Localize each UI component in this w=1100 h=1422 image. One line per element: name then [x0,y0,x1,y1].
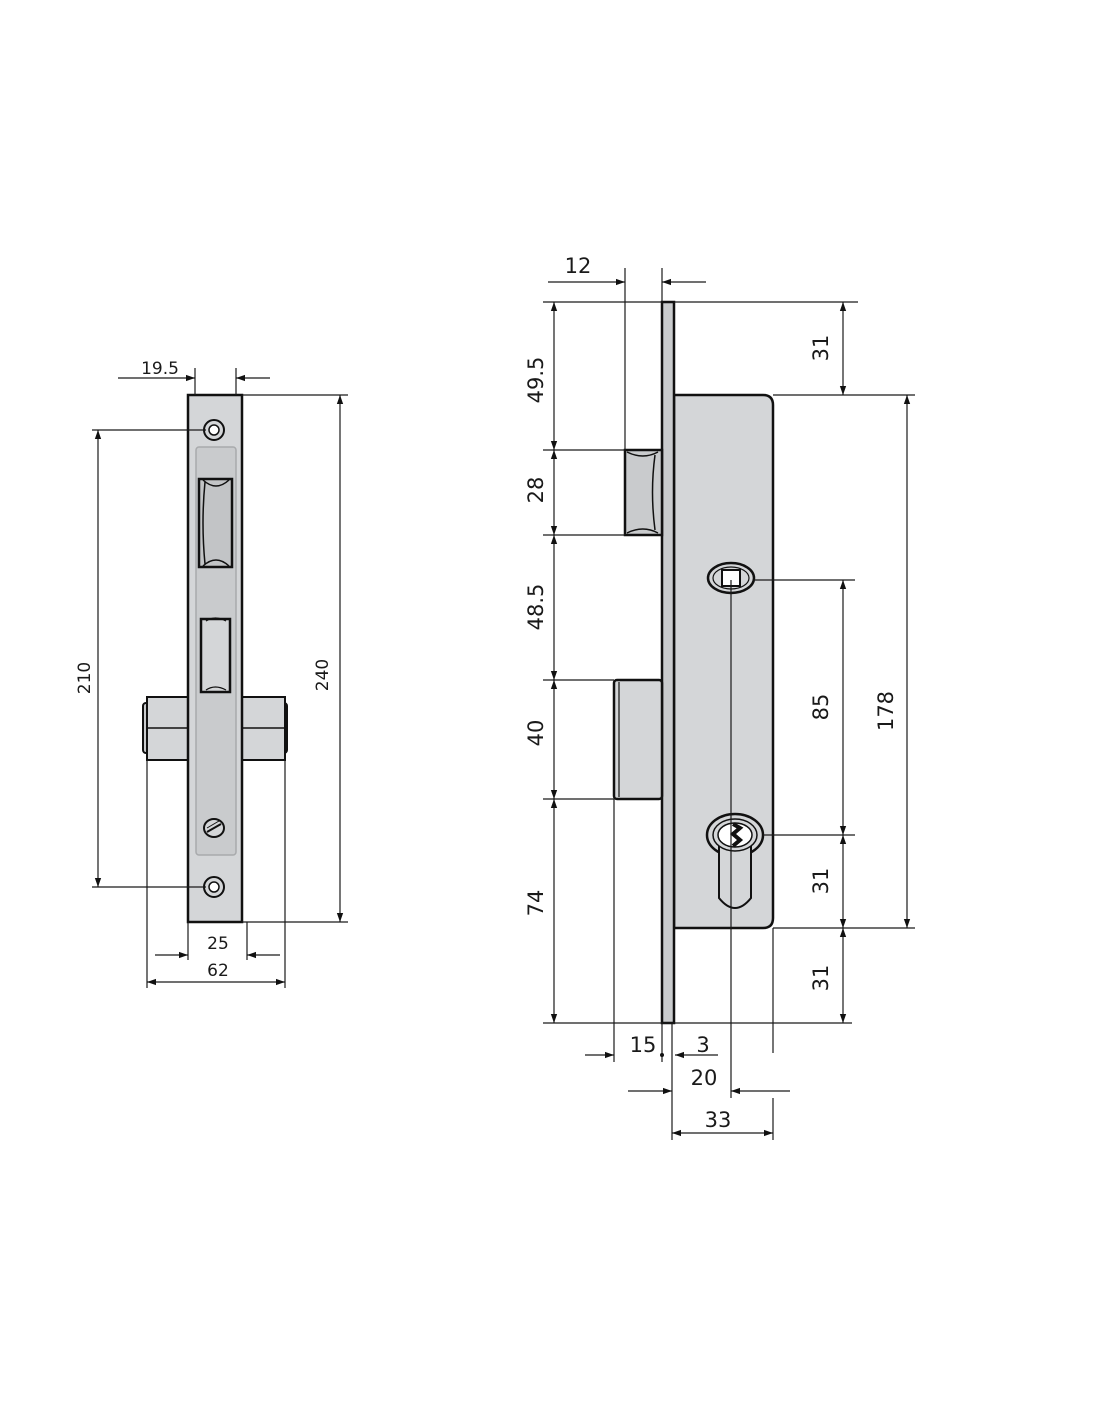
latch-bolt [623,448,664,537]
dim-plate-thickness: 3 [696,1033,709,1057]
side-faceplate [660,300,676,1025]
dim-spindle-to-cylinder: 85 [809,694,833,721]
side-view: 12 49.5 28 48.5 40 74 31 178 85 31 31 15… [524,254,915,1140]
dim-faceplate-width-bottom: 25 [207,934,229,954]
dim-screw-spacing: 210 [75,662,95,694]
dim-case-depth: 33 [705,1108,732,1132]
front-view: 19.5 210 240 25 62 [75,359,348,988]
dim-faceplate-width: 19.5 [141,359,179,379]
screw-hole-bottom-icon [203,876,225,898]
dimension-lines-front [92,368,348,988]
dim-overall-width: 62 [207,961,229,981]
dim-top-to-latch: 49.5 [524,357,548,404]
dim-latch-height: 28 [524,477,548,504]
latch-opening [197,477,234,569]
dim-bolt-height: 40 [524,720,548,747]
dim-bolt-to-bottom: 74 [524,890,548,917]
dim-faceplate-height: 240 [313,659,333,691]
dead-bolt [612,678,664,801]
dim-latch-projection: 12 [565,254,592,278]
screw-hole-top-icon [203,419,225,441]
dim-backset: 20 [691,1066,718,1090]
dim-cylinder-to-case-bottom: 31 [809,868,833,895]
bolt-opening [199,617,232,694]
dim-latch-to-bolt: 48.5 [524,584,548,631]
dim-case-bottom-to-plate-bottom: 31 [809,965,833,992]
dim-top-to-case: 31 [809,335,833,362]
slotted-screw-icon [203,818,225,838]
dimension-lines-side [543,268,915,1140]
dim-bolt-throw: 15 [630,1033,657,1057]
cylinder-hole-icon [705,812,765,909]
dim-case-height: 178 [874,691,898,731]
lock-case [672,393,775,930]
